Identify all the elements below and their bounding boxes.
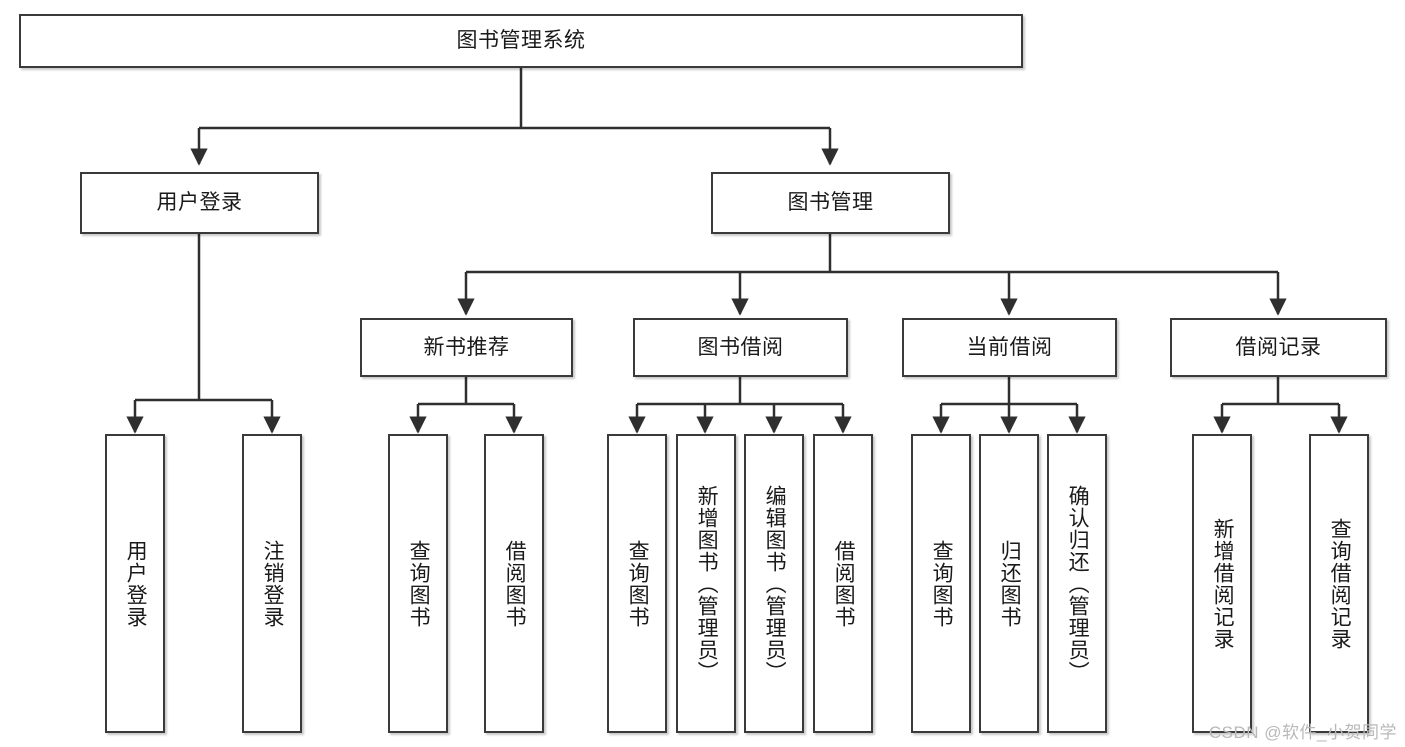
- node-label: 查询借阅记录: [1328, 517, 1352, 650]
- node-label: 注销登录: [261, 539, 285, 628]
- leaf-user-login-signout[interactable]: 注销登录: [242, 434, 302, 733]
- node-borrow-record[interactable]: 借阅记录: [1170, 318, 1387, 377]
- node-label: 图书管理系统: [456, 29, 586, 53]
- leaf-new-book-borrow[interactable]: 借阅图书: [484, 434, 544, 733]
- leaf-user-login-signin[interactable]: 用户登录: [105, 434, 165, 733]
- node-label: 查询图书: [626, 539, 650, 628]
- node-book-management[interactable]: 图书管理: [711, 172, 950, 234]
- node-label: 新增图书（管理员）: [695, 484, 719, 683]
- node-label: 新增借阅记录: [1211, 517, 1235, 650]
- node-label: 借阅图书: [832, 539, 856, 628]
- node-user-login[interactable]: 用户登录: [80, 172, 319, 234]
- node-label: 图书管理: [787, 191, 874, 215]
- node-current-borrow[interactable]: 当前借阅: [902, 318, 1117, 377]
- leaf-new-book-query[interactable]: 查询图书: [388, 434, 448, 733]
- leaf-book-borrow-query[interactable]: 查询图书: [607, 434, 667, 733]
- leaf-book-borrow-edit[interactable]: 编辑图书（管理员）: [744, 434, 804, 733]
- node-label: 编辑图书（管理员）: [763, 484, 787, 683]
- leaf-current-borrow-return[interactable]: 归还图书: [979, 434, 1039, 733]
- leaf-book-borrow-add[interactable]: 新增图书（管理员）: [676, 434, 736, 733]
- node-label: 图书借阅: [697, 335, 784, 359]
- node-label: 用户登录: [156, 191, 243, 215]
- leaf-current-borrow-query[interactable]: 查询图书: [911, 434, 971, 733]
- node-book-borrow[interactable]: 图书借阅: [633, 318, 848, 377]
- leaf-book-borrow-lend[interactable]: 借阅图书: [813, 434, 873, 733]
- node-label: 查询图书: [930, 539, 954, 628]
- node-label: 借阅图书: [503, 539, 527, 628]
- leaf-borrow-record-add[interactable]: 新增借阅记录: [1192, 434, 1252, 733]
- node-label: 当前借阅: [966, 335, 1053, 359]
- node-root-system[interactable]: 图书管理系统: [19, 14, 1023, 68]
- node-label: 查询图书: [407, 539, 431, 628]
- node-new-book-recommend[interactable]: 新书推荐: [360, 318, 573, 377]
- node-label: 用户登录: [124, 539, 148, 628]
- node-label: 归还图书: [998, 539, 1022, 628]
- leaf-current-borrow-confirm[interactable]: 确认归还（管理员）: [1047, 434, 1107, 733]
- node-label: 借阅记录: [1235, 335, 1322, 359]
- node-label: 确认归还（管理员）: [1066, 484, 1090, 683]
- leaf-borrow-record-query[interactable]: 查询借阅记录: [1309, 434, 1369, 733]
- node-label: 新书推荐: [423, 335, 510, 359]
